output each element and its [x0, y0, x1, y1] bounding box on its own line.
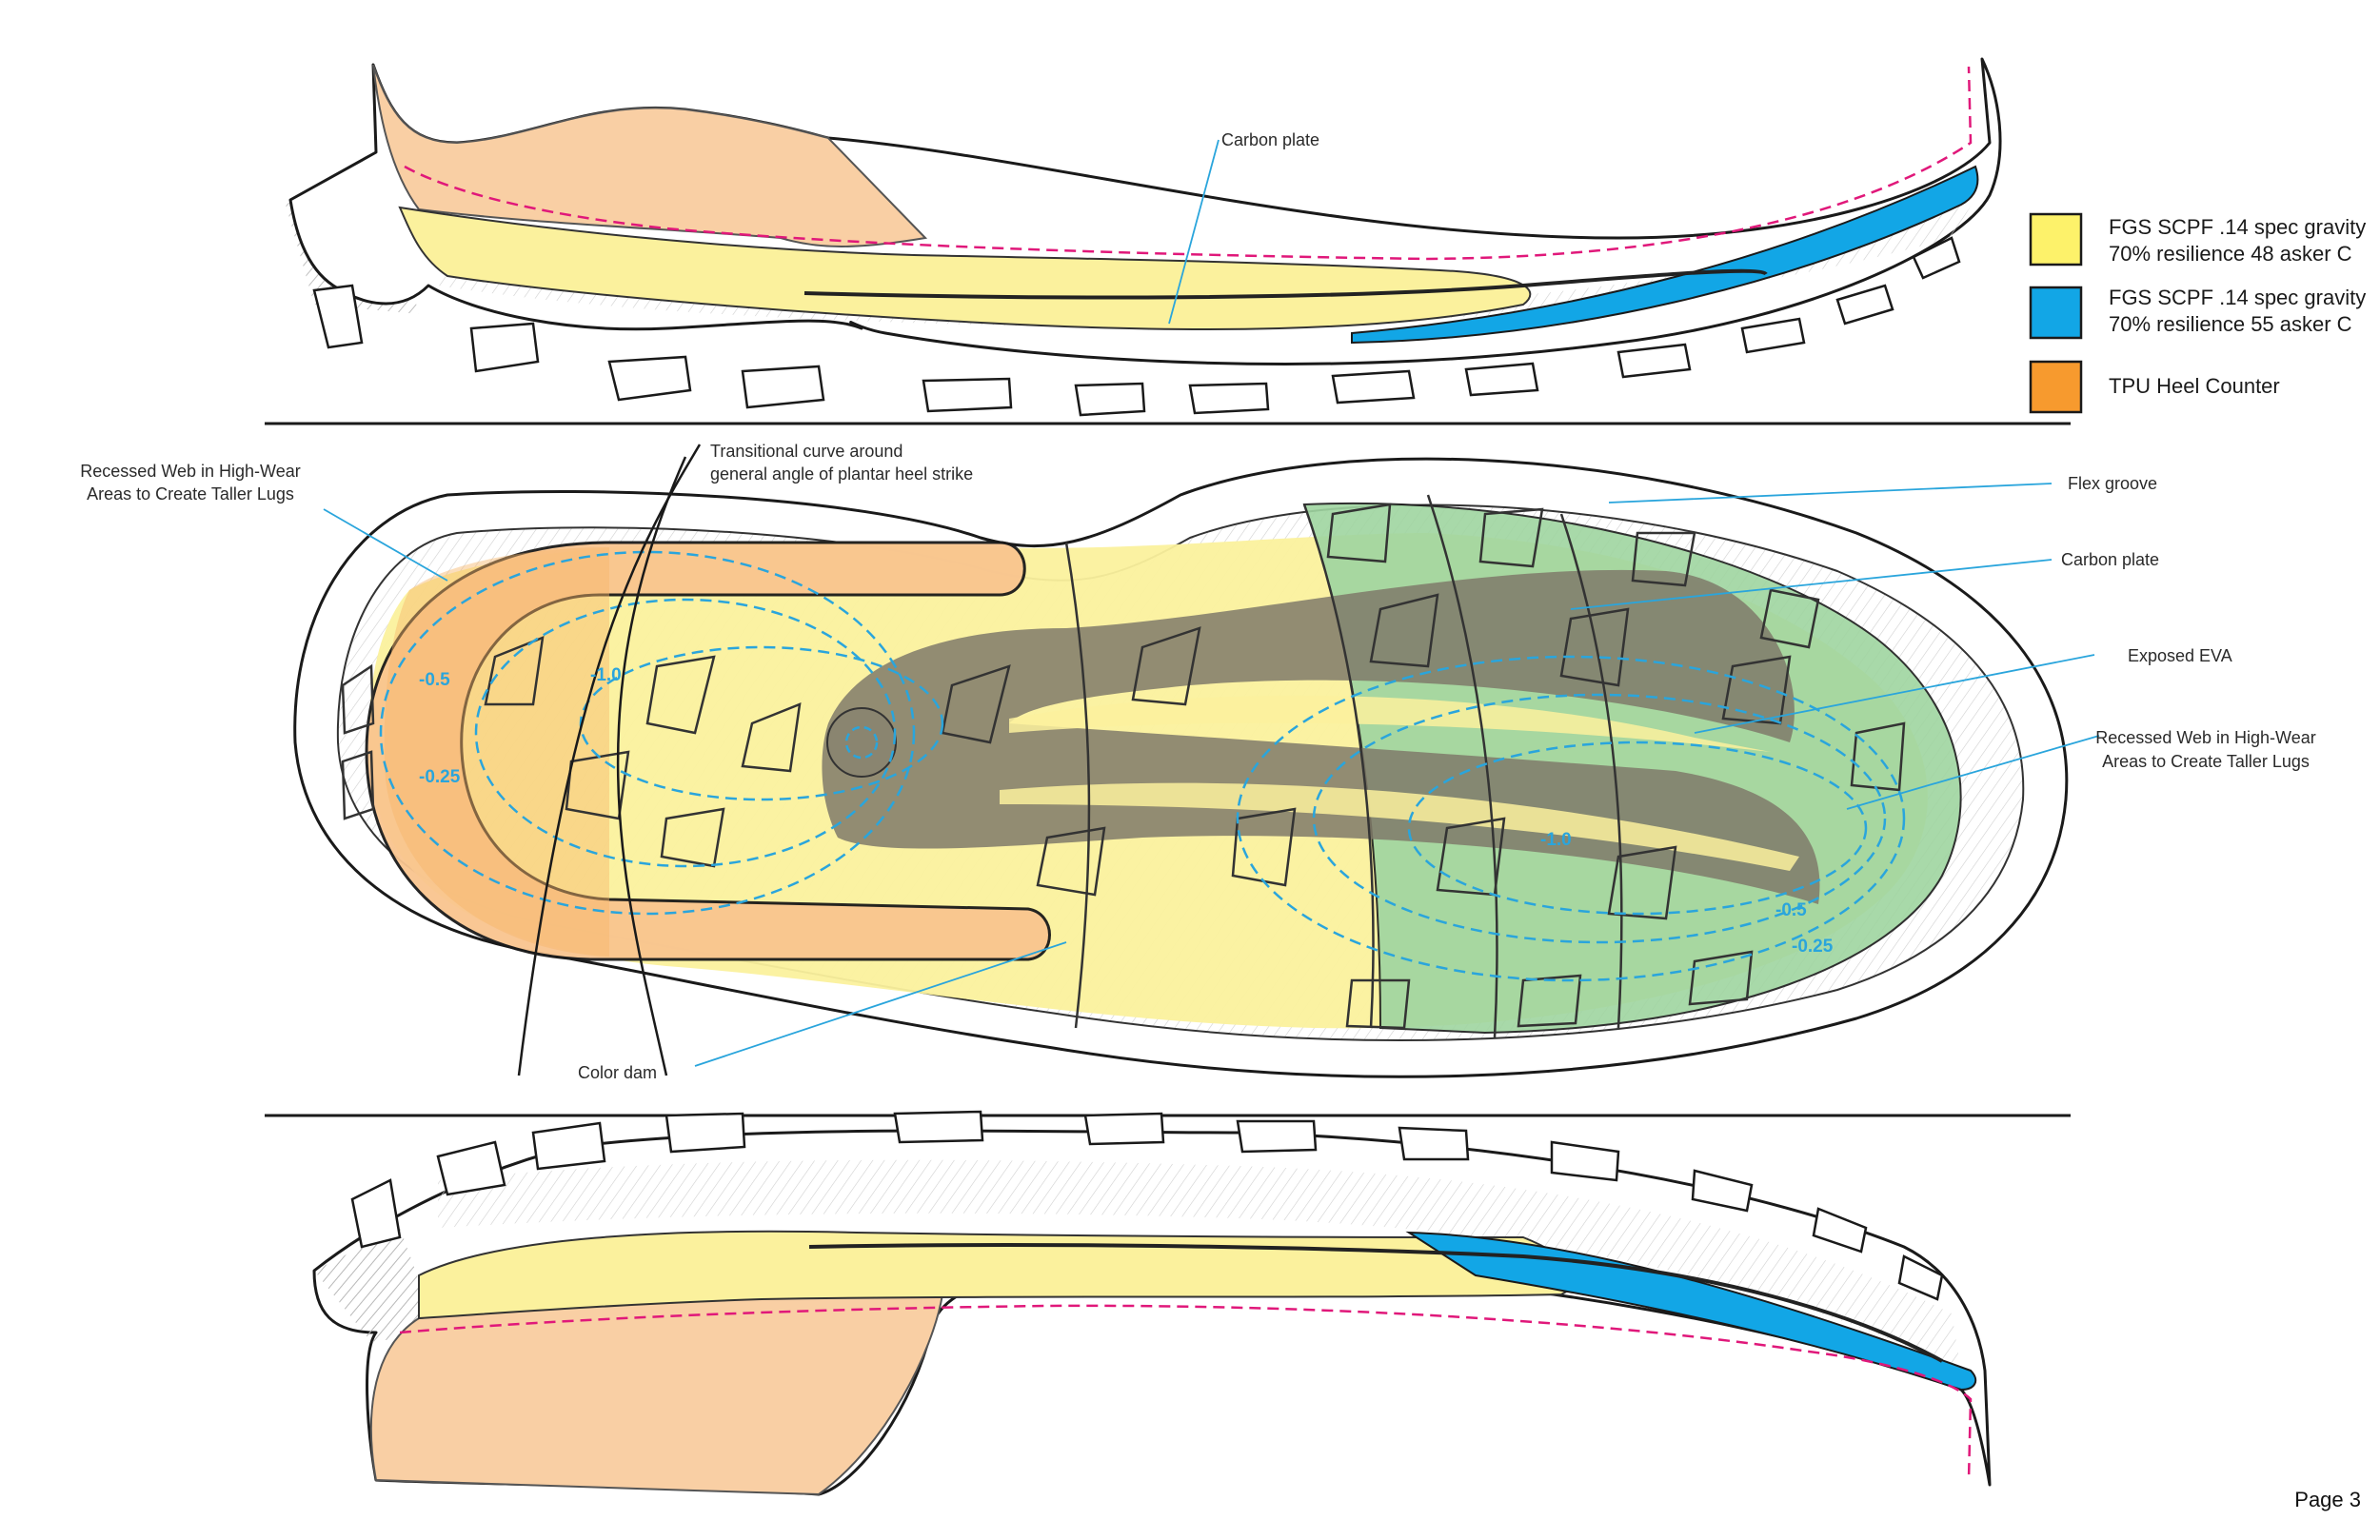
contour-label-fore-c: -0.25 — [1792, 937, 1834, 957]
outsole-hatch-top — [438, 190, 1980, 328]
callout-flex-groove: Flex groove — [2068, 474, 2157, 493]
exposed-eva-stripe-1 — [1009, 695, 1771, 752]
legend-swatch-orange — [2029, 360, 2083, 414]
contour-lines — [379, 550, 1906, 982]
contour-label-heel-c: -0.25 — [419, 767, 461, 787]
callout-transitional-line2: general angle of plantar heel strike — [710, 464, 973, 484]
heel-pivot-inner — [844, 725, 879, 760]
callout-transitional-line1: Transitional curve around — [710, 442, 902, 461]
transitional-curve — [616, 456, 687, 1076]
legend-blue-line1: FGS SCPF .14 spec gravity — [2109, 286, 2366, 309]
contour-label-fore-b: -0.5 — [1775, 900, 1807, 920]
callout-recessed-web-right-line2: Areas to Create Taller Lugs — [2102, 752, 2310, 771]
side-view-bottom — [312, 1110, 1992, 1496]
side-view-top — [286, 57, 2002, 417]
carbon-plate-line-top — [803, 268, 1768, 300]
midsole-yellow-top — [398, 206, 1532, 330]
contour-label-heel-b: -1.0 — [590, 665, 622, 685]
firm-foam-bottom — [1405, 1231, 1977, 1392]
contour-label-fore-a: -1.0 — [1540, 830, 1572, 850]
legend-swatch-blue — [2029, 286, 2083, 340]
contour-label-heel-a: -0.5 — [419, 670, 450, 690]
outsole-plan-view — [293, 456, 2069, 1078]
callout-carbon-plate-top: Carbon plate — [1221, 130, 1319, 149]
callout-recessed-web-right-line1: Recessed Web in High-Wear — [2095, 728, 2315, 747]
page-number: Page 3 — [2294, 1488, 2361, 1511]
legend: FGS SCPF .14 spec gravity 70% resilience… — [2029, 212, 2366, 414]
callout-recessed-web-left-line2: Areas to Create Taller Lugs — [87, 484, 294, 503]
legend-swatch-yellow — [2029, 212, 2083, 267]
heel-shading-bottom — [314, 1228, 438, 1342]
callout-recessed-web-left-line1: Recessed Web in High-Wear — [80, 462, 300, 481]
lugs-top — [312, 236, 1961, 417]
legend-orange-line1: TPU Heel Counter — [2109, 374, 2280, 398]
dashed-seam-top — [404, 66, 1973, 261]
legend-yellow-line2: 70% resilience 48 asker C — [2109, 242, 2352, 266]
transitional-leader — [517, 444, 702, 1076]
legend-blue-line2: 70% resilience 55 asker C — [2109, 312, 2352, 336]
outsole-hatch-bottom — [438, 1159, 1961, 1371]
heel-pivot-circle — [826, 707, 897, 778]
exposed-eva-stripe-2 — [1000, 782, 1799, 871]
callout-color-dam: Color dam — [578, 1063, 657, 1082]
leader-lines — [323, 139, 2100, 1067]
carbon-plate-line-bottom — [808, 1243, 1943, 1363]
firm-foam-top — [1351, 165, 1979, 345]
dashed-seam-bottom — [399, 1304, 1973, 1481]
callout-exposed-eva: Exposed EVA — [2128, 646, 2232, 665]
legend-yellow-line1: FGS SCPF .14 spec gravity — [2109, 215, 2366, 239]
heel-counter-top — [372, 64, 928, 247]
lugs-bottom — [350, 1110, 1944, 1301]
callout-carbon-plate-mid: Carbon plate — [2061, 550, 2159, 569]
